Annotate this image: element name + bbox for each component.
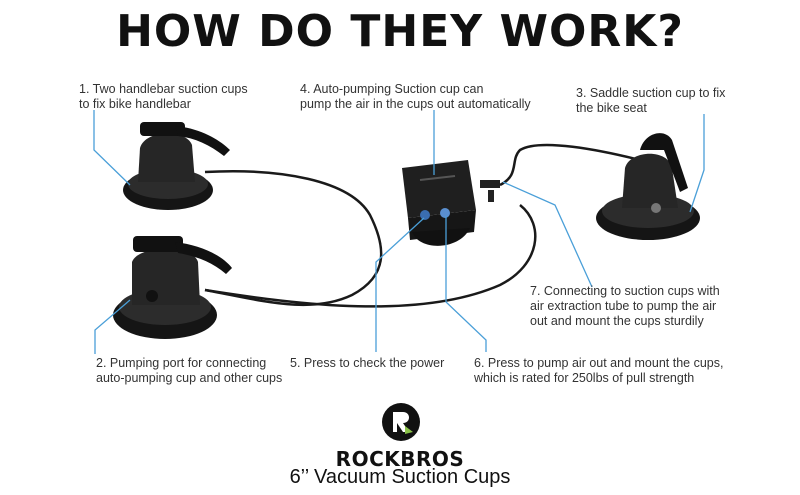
tube-to-pump: [204, 204, 537, 308]
saddle-cup: [596, 133, 700, 240]
leader-1: [93, 110, 131, 186]
rockbros-logo-icon: [382, 403, 420, 441]
tube-top-cup: [204, 170, 383, 307]
leader-lines: [93, 110, 705, 354]
leader-2: [94, 299, 131, 354]
leader-5: [375, 217, 425, 352]
air-tubes: [204, 143, 641, 308]
auto-pumping-box: [402, 160, 500, 246]
handlebar-cup-bottom: [113, 236, 232, 339]
product-subtitle: 6’’ Vacuum Suction Cups: [289, 466, 511, 488]
handlebar-cup-top: [123, 122, 230, 210]
callout-6: 6. Press to pump air out and mount the c…: [474, 356, 724, 385]
pump-button: [440, 208, 450, 218]
leader-7: [502, 181, 593, 288]
callout-5: 5. Press to check the power: [290, 356, 445, 370]
tube-to-saddle: [499, 143, 641, 187]
leader-3: [689, 114, 705, 213]
page-title: HOW DO THEY WORK?: [116, 6, 684, 57]
power-button: [420, 210, 430, 220]
brand-name: ROCKBROS: [335, 447, 465, 471]
leader-6: [445, 216, 487, 352]
